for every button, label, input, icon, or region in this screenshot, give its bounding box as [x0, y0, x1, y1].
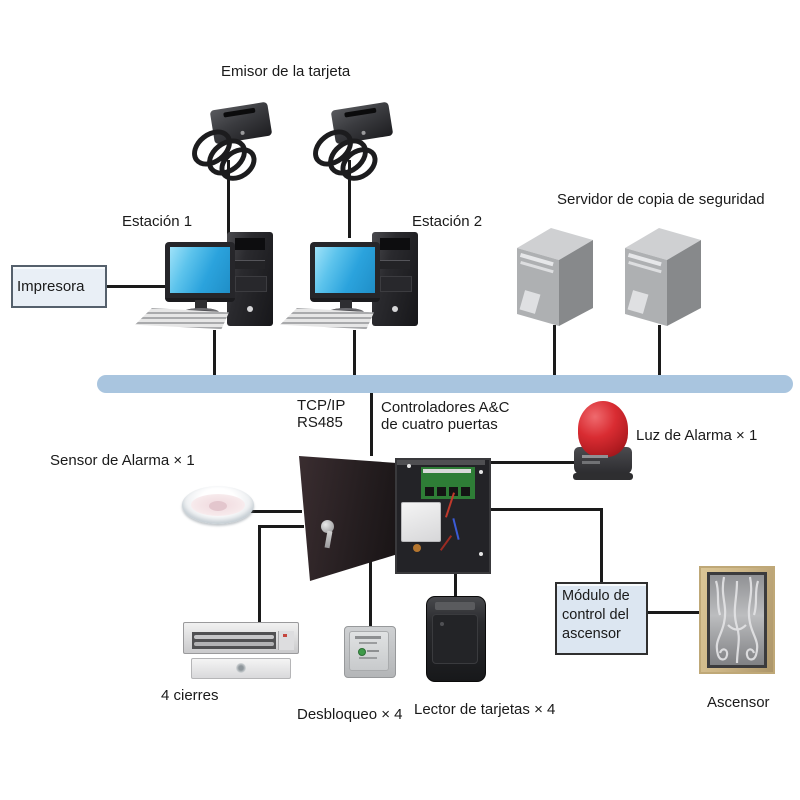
- label-alarm-sensor: Sensor de Alarma × 1: [50, 452, 195, 469]
- monitor-icon: [165, 242, 235, 302]
- line-controller-alarmlight: [488, 461, 576, 464]
- label-station-1: Estación 1: [122, 213, 193, 230]
- card-slot-icon: [223, 107, 256, 118]
- backup-server-icon: [623, 220, 705, 328]
- line-controller-button: [369, 556, 372, 628]
- label-card-reader: Lector de tarjetas × 4: [414, 701, 556, 718]
- card-issuer-icon: [305, 98, 405, 188]
- power-supply-icon: [401, 502, 441, 542]
- line-controller-reader: [454, 560, 457, 598]
- alarm-sensor-icon: [182, 486, 254, 526]
- elevator-module-box: Módulo de control del ascensor: [555, 582, 648, 655]
- keyboard-icon: [135, 308, 229, 330]
- backup-server-icon: [515, 220, 597, 328]
- line-printer-station1: [101, 285, 169, 288]
- label-backup-server: Servidor de copia de seguridad: [557, 191, 765, 208]
- line-lock-controller-v: [258, 525, 261, 623]
- line-lock-controller-h: [258, 525, 304, 528]
- printer-box: Impresora: [11, 265, 107, 308]
- network-bus: [97, 375, 793, 393]
- line-station1-bus: [213, 330, 216, 376]
- workstation-icon: [135, 226, 295, 334]
- card-reader-icon: [426, 596, 486, 682]
- label-card-issuer: Emisor de la tarjeta: [221, 63, 351, 80]
- alarm-light-icon: [573, 401, 633, 481]
- line-issuer2-station2: [348, 160, 351, 238]
- line-controller-module-v: [600, 508, 603, 584]
- magnetic-lock-icon: [183, 618, 299, 680]
- workstation-icon: [280, 226, 440, 334]
- controller-pcb-icon: [421, 467, 475, 499]
- line-bus-controller: [370, 392, 373, 456]
- label-locks: 4 cierres: [161, 687, 219, 704]
- line-module-elevator: [645, 611, 701, 614]
- label-unlock: Desbloqueo × 4: [297, 706, 403, 723]
- line-sensor-controller: [250, 510, 302, 513]
- elevator-icon: [699, 566, 775, 674]
- line-issuer1-station1: [227, 160, 230, 238]
- cabinet-body: [395, 458, 491, 574]
- cabinet-door: [299, 456, 398, 581]
- line-server2-bus: [658, 325, 661, 376]
- exit-button-icon: [344, 626, 396, 678]
- card-issuer-icon: [184, 98, 284, 188]
- line-server1-bus: [553, 325, 556, 376]
- line-station2-bus: [353, 330, 356, 376]
- elevator-door: [710, 575, 764, 665]
- label-elevator: Ascensor: [707, 694, 770, 711]
- label-tcpip: TCP/IP: [297, 397, 346, 414]
- label-controller: Controladores A&C de cuatro puertas: [381, 399, 510, 433]
- label-rs485: RS485: [297, 414, 343, 431]
- line-controller-module-h: [488, 508, 603, 511]
- controller-cabinet-icon: [295, 448, 495, 585]
- printer-label: Impresora: [17, 278, 85, 295]
- label-alarm-light: Luz de Alarma × 1: [636, 427, 758, 444]
- label-station-2: Estación 2: [412, 213, 483, 230]
- label-protocols: TCP/IP RS485: [297, 397, 345, 431]
- key-icon: [321, 520, 334, 533]
